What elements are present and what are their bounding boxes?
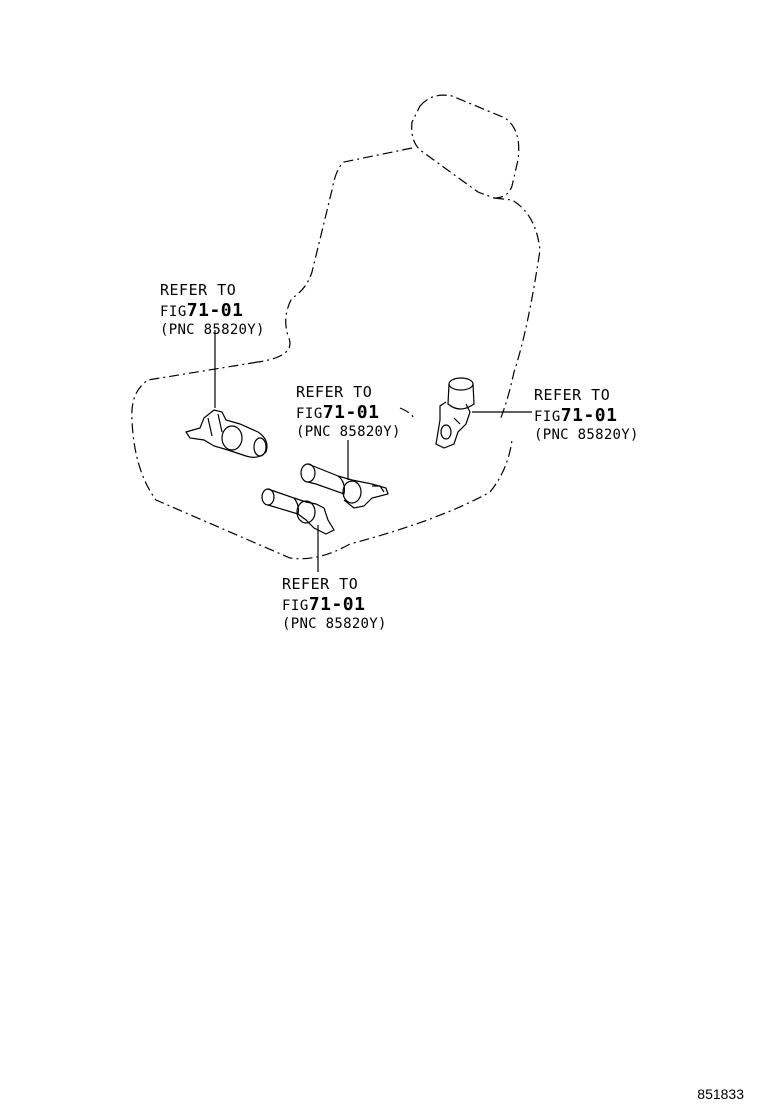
callout-fig-reference[interactable]: FIG71-01 bbox=[282, 594, 387, 617]
fig-prefix: FIG bbox=[282, 597, 309, 614]
seat-motor-right bbox=[435, 377, 475, 449]
callout-pnc: (PNC 85820Y) bbox=[534, 427, 639, 444]
callout-pnc: (PNC 85820Y) bbox=[296, 424, 401, 441]
fig-number[interactable]: 71-01 bbox=[322, 401, 380, 423]
fig-prefix: FIG bbox=[160, 303, 187, 320]
callout-refer-text: REFER TO bbox=[296, 383, 373, 401]
callout-bottom: REFER TO FIG71-01 (PNC 85820Y) bbox=[282, 575, 387, 634]
fig-number[interactable]: 71-01 bbox=[308, 593, 366, 615]
seat-outline bbox=[131, 94, 541, 560]
fig-number[interactable]: 71-01 bbox=[186, 299, 244, 321]
fig-prefix: FIG bbox=[296, 405, 323, 422]
seatback-outline bbox=[257, 147, 413, 363]
leader-lines bbox=[214, 330, 532, 572]
cushion-outline bbox=[131, 361, 513, 560]
callout-pnc: (PNC 85820Y) bbox=[160, 322, 265, 339]
callout-left: REFER TO FIG71-01 (PNC 85820Y) bbox=[160, 281, 265, 340]
callout-fig-reference[interactable]: FIG71-01 bbox=[296, 402, 401, 425]
seat-motor-lower bbox=[261, 488, 335, 535]
fig-prefix: FIG bbox=[534, 408, 561, 425]
callout-refer-text: REFER TO bbox=[282, 575, 359, 593]
callout-fig-reference[interactable]: FIG71-01 bbox=[534, 405, 639, 428]
callout-refer-text: REFER TO bbox=[160, 281, 237, 299]
fig-number[interactable]: 71-01 bbox=[560, 404, 618, 426]
callout-pnc: (PNC 85820Y) bbox=[282, 616, 387, 633]
seat-motor-left bbox=[185, 409, 268, 458]
callout-center: REFER TO FIG71-01 (PNC 85820Y) bbox=[296, 383, 401, 442]
headrest-outline bbox=[411, 94, 520, 199]
seat-motor-center bbox=[300, 463, 389, 509]
callout-right: REFER TO FIG71-01 (PNC 85820Y) bbox=[534, 386, 639, 445]
callout-fig-reference[interactable]: FIG71-01 bbox=[160, 300, 265, 323]
callout-refer-text: REFER TO bbox=[534, 386, 611, 404]
drawing-number: 851833 bbox=[697, 1086, 744, 1102]
